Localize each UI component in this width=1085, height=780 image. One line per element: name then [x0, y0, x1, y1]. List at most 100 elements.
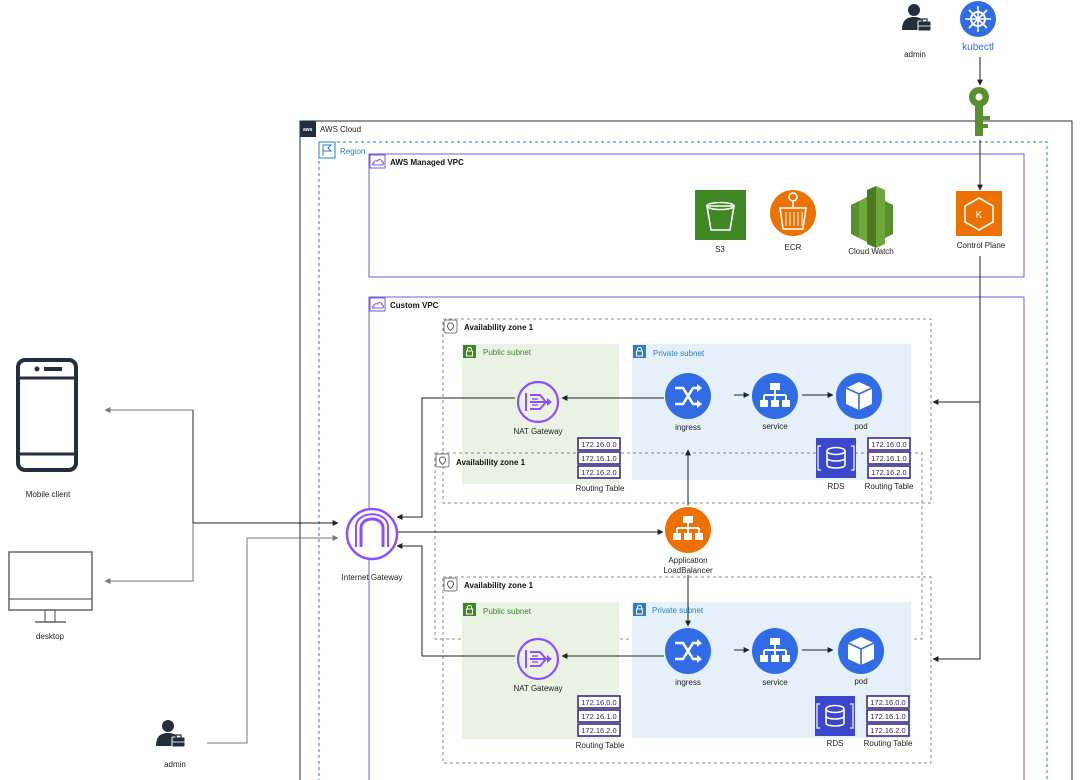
ingress-label: ingress: [675, 423, 701, 432]
admin-user-icon: [155, 719, 186, 748]
alb-label-line1: Application: [668, 556, 707, 565]
bucket-icon: [706, 205, 735, 231]
control-plane-label: Control Plane: [957, 241, 1006, 250]
mobile-client: Mobile client: [16, 358, 78, 499]
routing-table-public-zone-1: 172.16.0.0 172.16.1.0 172.16.2.0 Routing…: [576, 437, 625, 493]
load-balancer-icon: [683, 516, 693, 523]
connector-nat-igw: [396, 543, 515, 657]
private-subnet-label: Private subnet: [653, 349, 705, 358]
aws-logo-icon: aws: [303, 127, 313, 133]
pod-label: pod: [854, 422, 867, 431]
location-pin-icon: [435, 453, 450, 468]
alb-label-line2: LoadBalancer: [663, 566, 713, 575]
service-label: service: [762, 422, 788, 431]
ingress-label: ingress: [675, 678, 701, 687]
nat-label: NAT Gateway: [513, 427, 562, 436]
region-flag-icon: [322, 144, 333, 156]
internet-gateway[interactable]: Internet Gateway: [342, 507, 403, 582]
service-label: service: [762, 678, 788, 687]
managed-vpc-group: AWS Managed VPC: [368, 153, 1025, 278]
svg-text:172.16.0.0: 172.16.0.0: [871, 440, 906, 449]
nat-gateway-zone-2[interactable]: NAT Gateway: [513, 637, 563, 693]
rds-zone-1[interactable]: RDS: [815, 437, 857, 491]
iam-key: [969, 87, 990, 136]
pod-zone-2[interactable]: pod: [837, 627, 885, 686]
ecr-registry[interactable]: ECR: [770, 190, 816, 252]
connector-admin-igw: [207, 535, 339, 744]
connector-controlplane-zone1: [932, 256, 981, 405]
s3-label: S3: [715, 245, 725, 254]
connector-to-desktop: [104, 523, 194, 584]
gateway-arch-icon: [359, 517, 385, 547]
region-label: Region: [340, 147, 365, 156]
routing-table-label: Routing Table: [864, 739, 913, 748]
svg-text:172.16.2.0: 172.16.2.0: [870, 726, 905, 735]
mobile-phone-icon: [16, 358, 78, 472]
cloudwatch[interactable]: Cloud Watch: [848, 186, 894, 256]
connectors: [104, 57, 983, 744]
svg-text:172.16.1.0: 172.16.1.0: [581, 712, 616, 721]
lock-icon: [462, 344, 477, 359]
aws-cloud-group: aws AWS Cloud: [299, 120, 1073, 780]
public-subnet-label: Public subnet: [483, 348, 532, 357]
desktop-label: desktop: [36, 632, 65, 641]
zone-1-title: Availability zone 1: [464, 323, 534, 332]
ingress-zone-1[interactable]: ingress: [663, 371, 713, 432]
availability-zone-2: Availability zone 1: [442, 576, 932, 764]
mobile-client-label: Mobile client: [26, 490, 71, 499]
vpc-cloud-icon: [369, 154, 386, 169]
desktop-client: desktop: [8, 551, 93, 641]
eks-control-plane[interactable]: K Control Plane: [956, 191, 1006, 250]
s3-bucket[interactable]: S3: [695, 190, 746, 254]
routing-table-label: Routing Table: [576, 741, 625, 750]
lock-icon: [632, 602, 647, 617]
service-zone-1[interactable]: service: [751, 372, 799, 431]
connector-controlplane-zone2: [932, 402, 981, 662]
connector-nat-igw: [396, 397, 515, 520]
lock-icon: [632, 344, 647, 359]
ingress-icon: [663, 626, 713, 676]
svg-text:172.16.0.0: 172.16.0.0: [581, 698, 616, 707]
location-pin-icon: [443, 577, 458, 592]
region-group: Region: [318, 141, 1048, 780]
nat-gateway-zone-1[interactable]: NAT Gateway: [513, 380, 563, 436]
rds-label: RDS: [827, 739, 844, 748]
pod-zone-1[interactable]: pod: [835, 372, 883, 431]
ingress-zone-2[interactable]: ingress: [663, 626, 713, 687]
zone-overlap-title: Availability zone 1: [456, 458, 526, 467]
service-zone-2[interactable]: service: [751, 627, 799, 687]
ingress-icon: [663, 371, 713, 421]
cloudwatch-icon: [851, 201, 859, 238]
svg-text:172.16.2.0: 172.16.2.0: [581, 468, 616, 477]
public-subnet-label: Public subnet: [483, 607, 532, 616]
routing-table-private-zone-2: 172.16.0.0 172.16.1.0 172.16.2.0 Routing…: [864, 695, 913, 748]
aws-cloud-label: AWS Cloud: [320, 125, 361, 134]
kubectl[interactable]: kubectl: [960, 1, 996, 53]
pod-icon: [837, 627, 885, 675]
zone-2-title: Availability zone 1: [464, 581, 534, 590]
managed-vpc-label: AWS Managed VPC: [390, 158, 464, 167]
svg-text:172.16.0.0: 172.16.0.0: [581, 440, 616, 449]
application-load-balancer[interactable]: Application LoadBalancer: [663, 507, 713, 575]
internet-gateway-label: Internet Gateway: [342, 573, 403, 582]
vpc-cloud-icon: [369, 297, 386, 312]
admin-top: admin: [901, 3, 932, 59]
svg-text:172.16.1.0: 172.16.1.0: [870, 712, 905, 721]
svg-text:172.16.0.0: 172.16.0.0: [870, 698, 905, 707]
admin-bottom: admin: [155, 719, 186, 769]
service-icon: [751, 627, 799, 675]
pod-icon: [835, 372, 883, 420]
custom-vpc-label: Custom VPC: [390, 301, 439, 310]
rds-zone-2[interactable]: RDS: [814, 695, 856, 748]
admin-bottom-label: admin: [164, 760, 186, 769]
desktop-monitor-icon: [8, 551, 93, 611]
availability-zone-overlap: Availability zone 1: [434, 452, 923, 640]
admin-user-icon: [901, 3, 932, 32]
connector-clients-igw: [192, 410, 339, 526]
svg-text:172.16.1.0: 172.16.1.0: [871, 454, 906, 463]
pod-label: pod: [854, 677, 867, 686]
rds-icon: [814, 695, 856, 737]
svg-text:172.16.2.0: 172.16.2.0: [871, 468, 906, 477]
admin-top-label: admin: [904, 50, 926, 59]
